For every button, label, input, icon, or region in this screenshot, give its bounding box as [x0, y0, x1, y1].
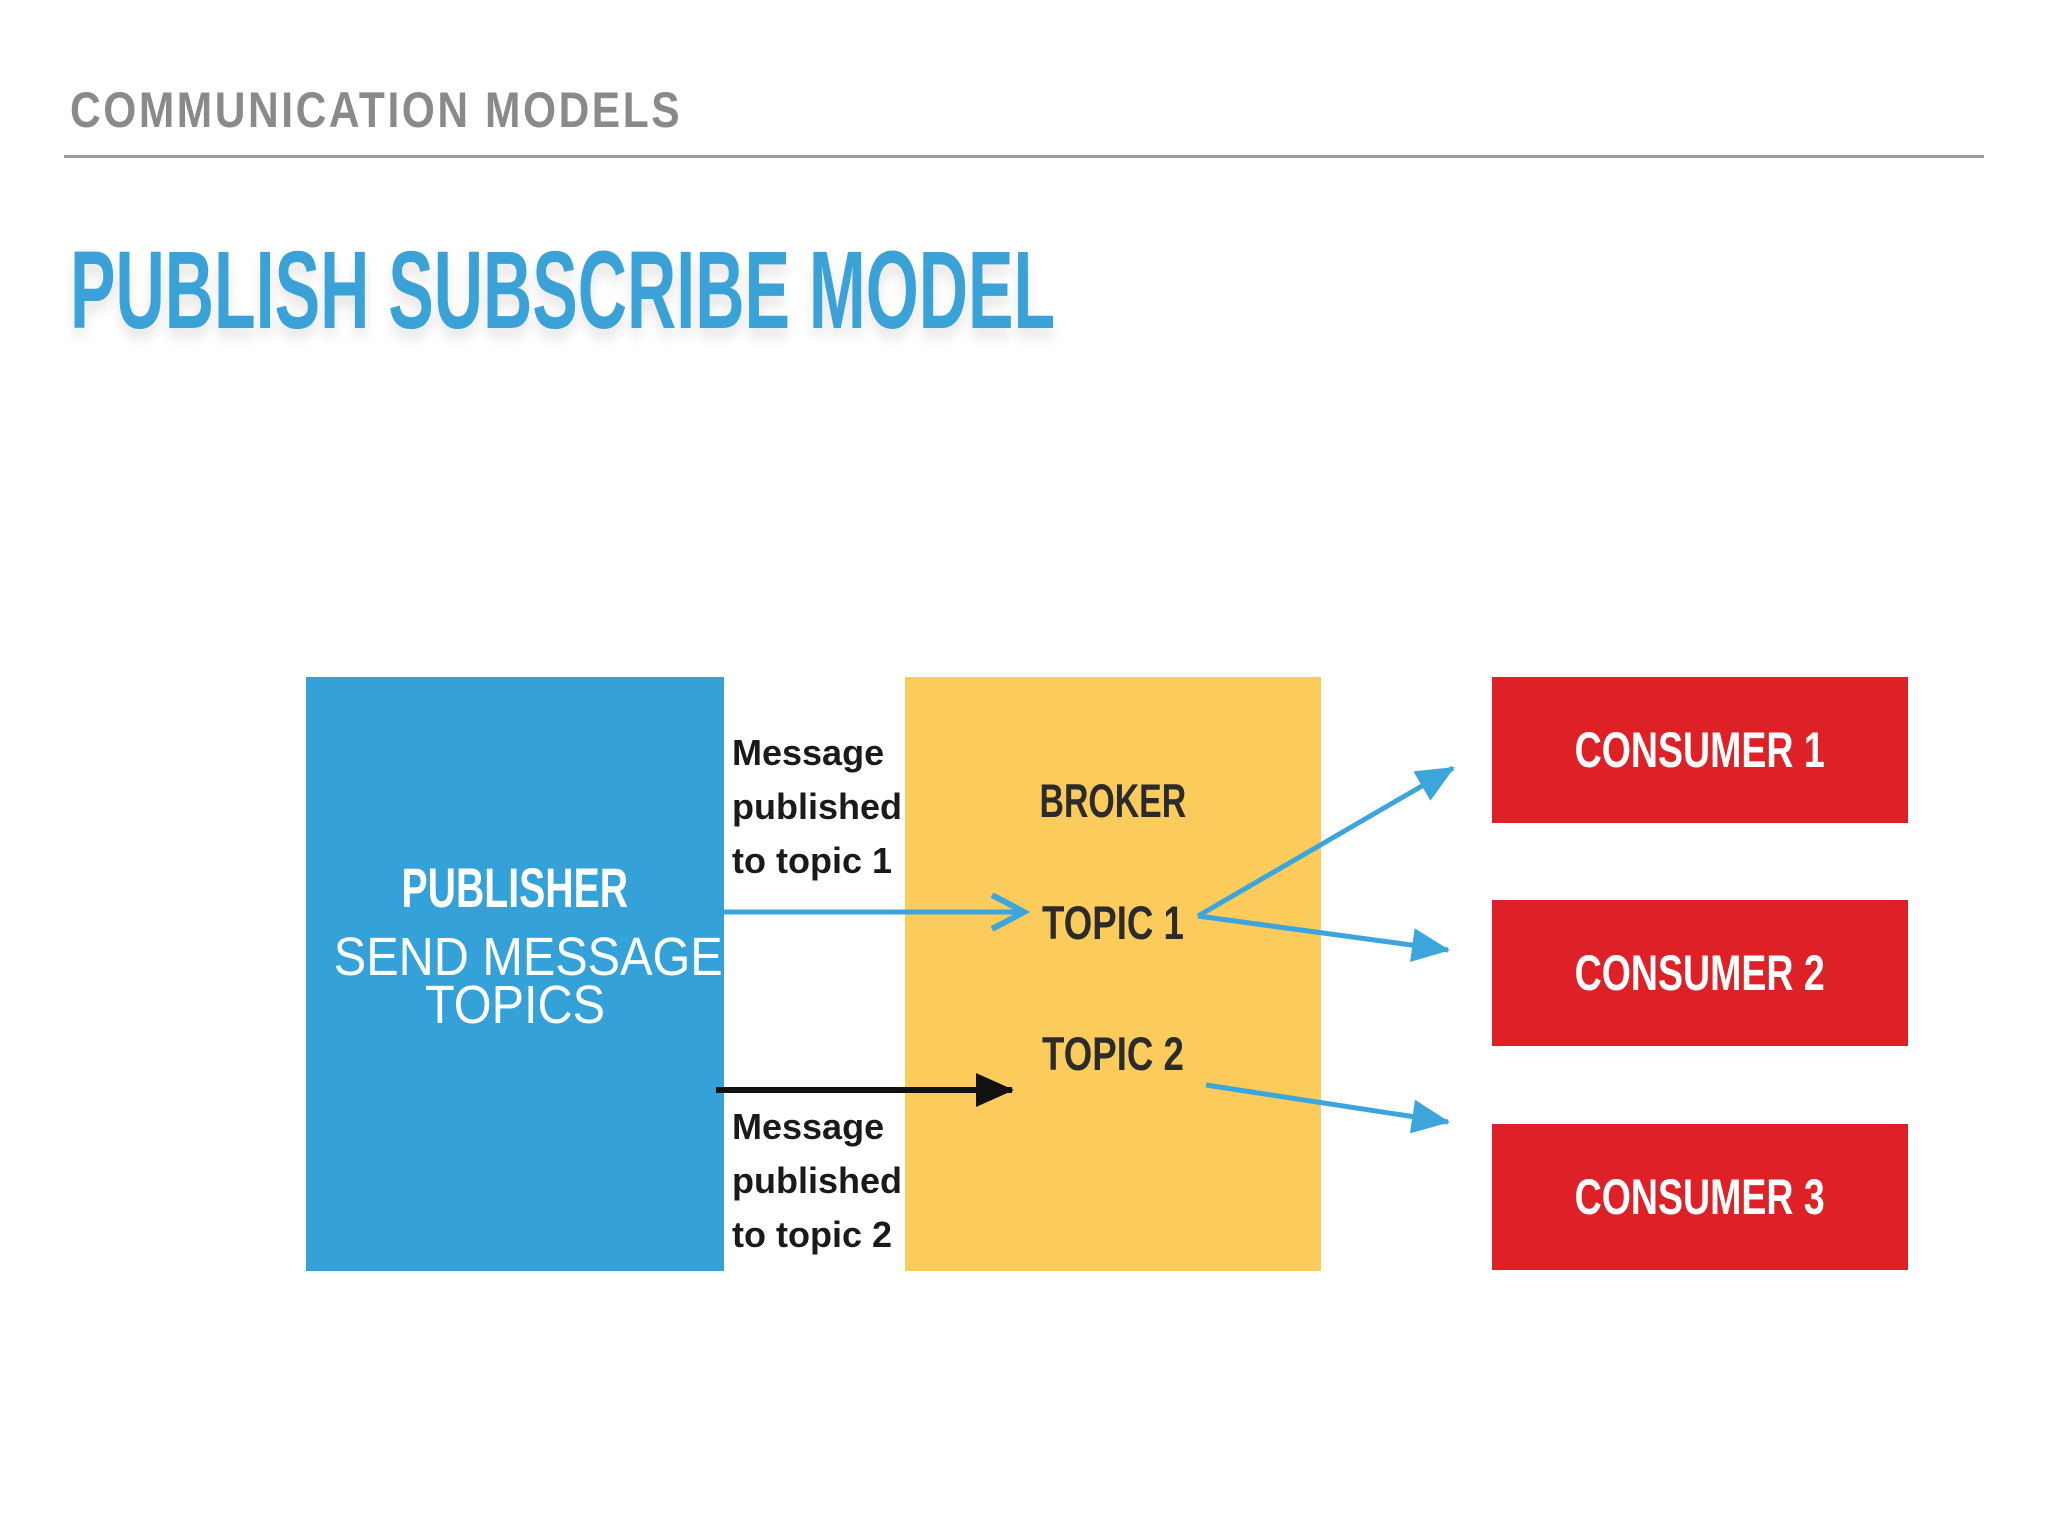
topic-1-text: TOPIC 1 [1042, 896, 1184, 949]
consumer-1-label: CONSUMER 1 [1574, 722, 1826, 778]
annotation-message-topic-2: Message published to topic 2 [732, 1100, 902, 1262]
annotation-1-line-3: to topic 1 [732, 840, 892, 881]
annotation-2-line-2: published [732, 1160, 902, 1201]
publisher-title-label: PUBLISHER [401, 856, 629, 919]
consumer-1-box: CONSUMER 1 [1492, 677, 1908, 823]
publisher-subtitle-label-1: SEND MESSAGES TO [333, 927, 835, 987]
annotation-2-line-1: Message [732, 1106, 885, 1147]
annotation-message-topic-1: Message published to topic 1 [732, 726, 902, 888]
topic-1-label: TOPIC 1 [905, 899, 1321, 946]
slide-header-label: COMMUNICATION MODELS [70, 82, 683, 138]
consumer-3-box: CONSUMER 3 [1492, 1124, 1908, 1270]
topic-2-label: TOPIC 2 [905, 1030, 1321, 1077]
broker-box: BROKER TOPIC 1 TOPIC 2 [905, 677, 1321, 1271]
slide-header: COMMUNICATION MODELS [70, 81, 790, 139]
broker-title: BROKER [905, 777, 1321, 824]
consumer-2-label: CONSUMER 2 [1574, 945, 1826, 1001]
header-divider [64, 155, 1984, 158]
publisher-box: PUBLISHER SEND MESSAGES TO TOPICS [306, 677, 835, 1271]
publisher-title: PUBLISHER [306, 858, 724, 918]
publisher-subtitle-label-2: TOPICS [424, 975, 606, 1035]
annotation-2-line-3: to topic 2 [732, 1214, 892, 1255]
consumer-2-box: CONSUMER 2 [1492, 900, 1908, 1046]
publisher-subtitle-line-2: TOPICS [306, 976, 724, 1034]
page-title-label: PUBLISH SUBSCRIBE MODEL [70, 229, 1056, 352]
annotation-1-line-1: Message [732, 732, 885, 773]
annotation-1-line-2: published [732, 786, 902, 827]
broker-title-label: BROKER [1039, 774, 1187, 827]
consumer-3-label: CONSUMER 3 [1574, 1169, 1826, 1225]
publisher-subtitle-line-1: SEND MESSAGES TO [306, 928, 835, 986]
topic-2-text: TOPIC 2 [1042, 1027, 1184, 1080]
page-title: PUBLISH SUBSCRIBE MODEL [70, 236, 1659, 346]
